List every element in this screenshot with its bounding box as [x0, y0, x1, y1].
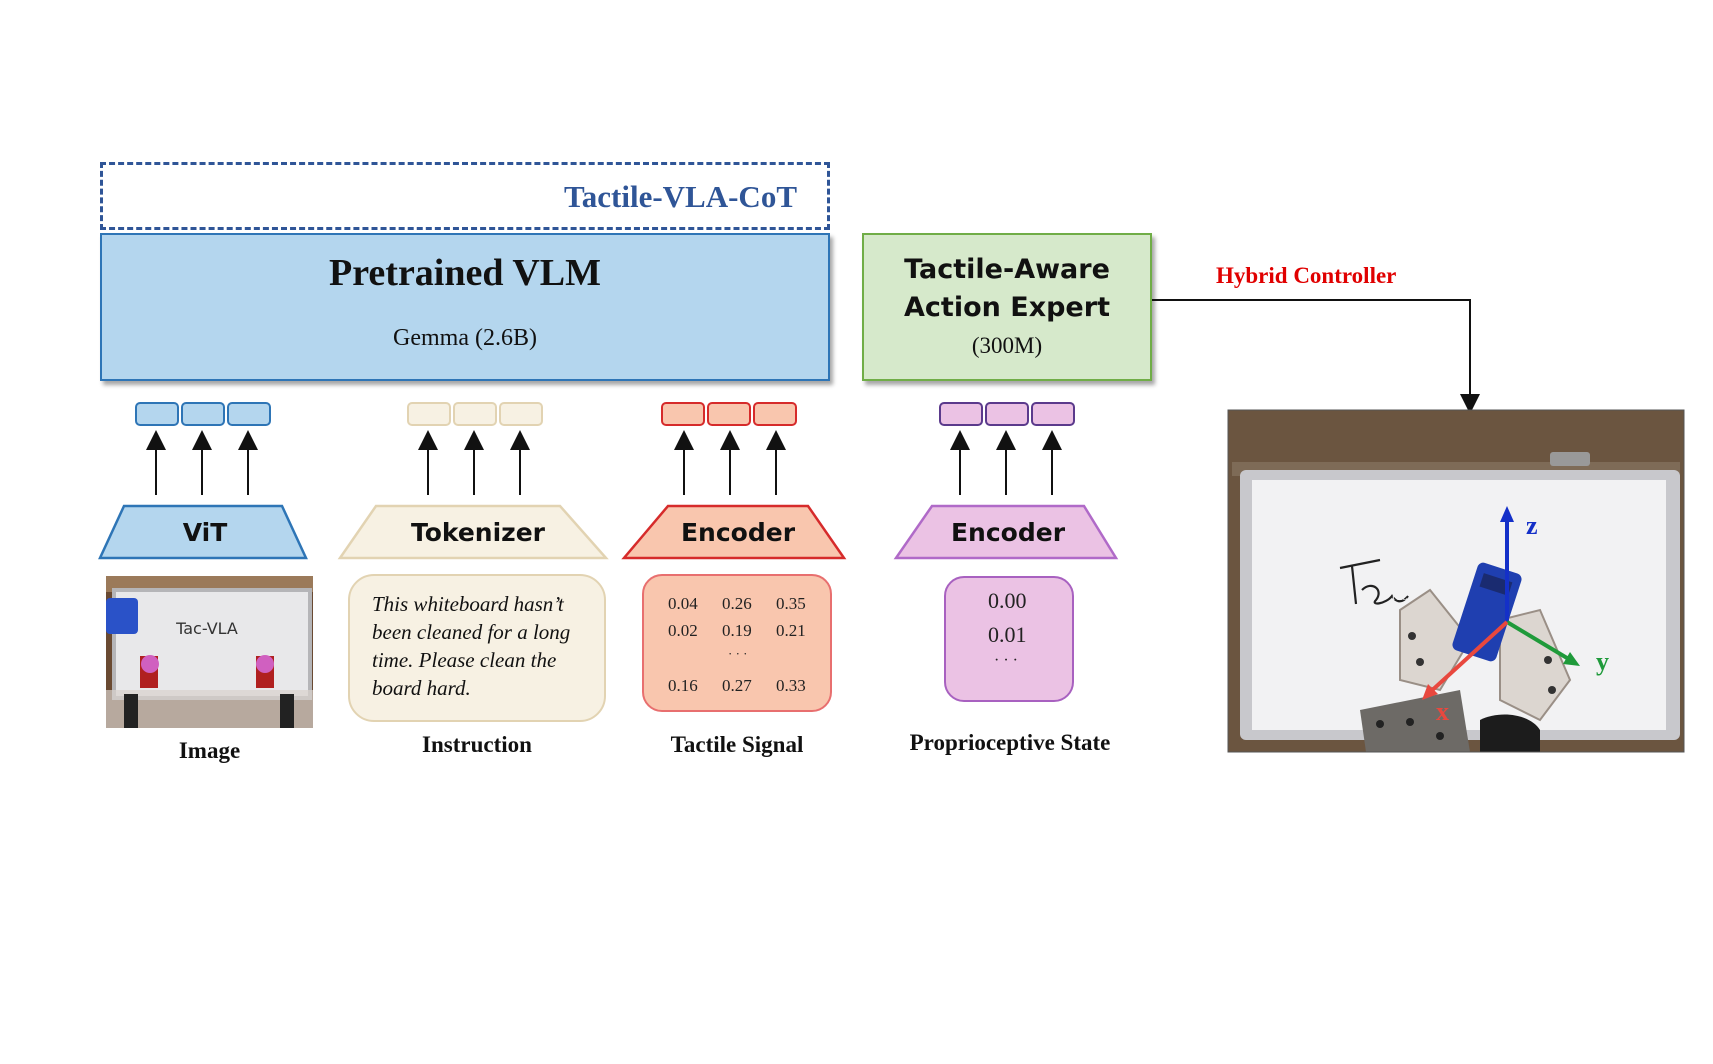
z-axis-label: z: [1526, 511, 1538, 540]
tactile-cell: 0.04: [668, 594, 698, 613]
x-axis-label: x: [1436, 697, 1449, 726]
y-axis-arrowhead: [1563, 652, 1580, 666]
input-image-board-text: Tac-VLA: [175, 619, 238, 638]
action-expert-title-line1: Tactile-Aware: [904, 254, 1110, 285]
action-expert-block: Tactile-Aware Action Expert (300M): [862, 233, 1152, 381]
x-axis-arrowhead: [1422, 684, 1438, 700]
action-expert-subtitle: (300M): [971, 333, 1043, 358]
pretrained-vlm-block: Pretrained VLM Gemma (2.6B): [100, 233, 830, 381]
action-expert-title: Tactile-Aware Action Expert: [864, 251, 1150, 327]
proprio-tokens: [939, 402, 1075, 426]
proprio-value: 0.00: [988, 588, 1027, 613]
proprio-value: 0.01: [988, 622, 1027, 647]
vlm-title: Pretrained VLM: [329, 252, 601, 294]
tactile-arrows: [674, 430, 786, 495]
instruction-box: This whiteboard hasn’t been cleaned for …: [348, 574, 606, 722]
instruction-line: This whiteboard hasn’t: [372, 592, 564, 616]
proprio-arrows: [950, 430, 1062, 495]
tactile-signal-box: [642, 574, 832, 712]
instruction-text: This whiteboard hasn’t been cleaned for …: [372, 590, 592, 702]
vit-tokens: [135, 402, 271, 426]
tokenizer-trapezoid: [337, 504, 609, 560]
instruction-caption: Instruction: [422, 732, 532, 757]
tactile-cell: 0.19: [722, 621, 752, 640]
action-expert-title-line2: Action Expert: [904, 292, 1110, 323]
proprio-ellipsis: · · ·: [994, 652, 1018, 669]
vit-label: ViT: [183, 518, 228, 547]
proprio-state-box: [944, 576, 1074, 702]
tokenizer-tokens: [407, 402, 543, 426]
tactile-caption: Tactile Signal: [670, 732, 804, 757]
tactile-cell: 0.02: [668, 621, 698, 640]
hybrid-controller-label: Hybrid Controller: [1216, 263, 1397, 288]
cot-title: Tactile-VLA-CoT: [563, 179, 797, 214]
proprio-encoder-label: Encoder: [951, 518, 1066, 547]
cot-box: Tactile-VLA-CoT: [100, 162, 830, 230]
vit-arrows: [146, 430, 258, 495]
hybrid-controller-arrow: [1152, 299, 1480, 414]
robot-view-image: Tac: [1227, 409, 1685, 753]
instruction-line: board hard.: [372, 676, 471, 700]
tactile-cell: 0.16: [668, 676, 698, 695]
input-image: Tac-VLA: [106, 576, 313, 728]
tactile-cell: 0.33: [776, 676, 806, 695]
tactile-encoder-label: Encoder: [681, 518, 796, 547]
tactile-cell: 0.27: [722, 676, 752, 695]
image-caption: Image: [178, 738, 241, 763]
coordinate-axes: z y x: [1422, 506, 1609, 726]
instruction-line: been cleaned for a long: [372, 620, 571, 644]
z-axis-arrowhead: [1500, 506, 1514, 522]
tokenizer-arrows: [418, 430, 530, 495]
proprio-caption: Proprioceptive State: [909, 730, 1111, 755]
instruction-line: time. Please clean the: [372, 648, 557, 672]
vlm-subtitle: Gemma (2.6B): [393, 325, 537, 351]
tokenizer-label: Tokenizer: [411, 518, 546, 547]
tactile-cell: 0.26: [722, 594, 752, 613]
robot-view-board-text: Tac: [1390, 592, 1408, 603]
tactile-encoder-trapezoid: [621, 504, 847, 560]
tactile-ellipsis: · · ·: [728, 646, 748, 661]
tactile-tokens: [661, 402, 797, 426]
proprio-encoder-trapezoid: [893, 504, 1119, 560]
tactile-cell: 0.35: [776, 594, 806, 613]
tactile-cell: 0.21: [776, 621, 806, 640]
vit-trapezoid: [98, 504, 308, 560]
y-axis-label: y: [1596, 647, 1609, 676]
